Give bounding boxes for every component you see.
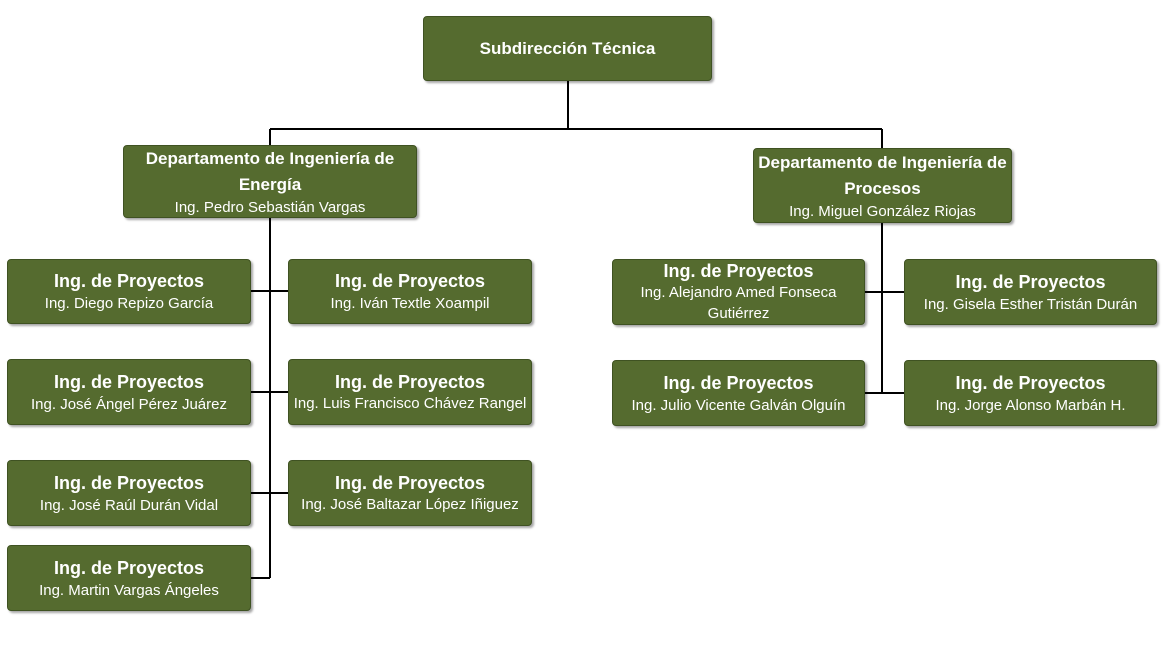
project-title: Ing. de Proyectos: [53, 271, 205, 291]
project-title: Ing. de Proyectos: [334, 371, 486, 392]
root-node-subdireccion-tecnica: Subdirección Técnica: [423, 16, 712, 81]
project-engineer: Ing. José Raúl Durán Vidal: [39, 496, 219, 514]
department-title: Departamento de Ingeniería de Procesos: [758, 152, 1007, 198]
project-engineer: Ing. Jorge Alonso Marbán H.: [935, 396, 1126, 414]
project-engineer: Ing. Alejandro Amed Fonseca Gutiérrez: [640, 284, 837, 322]
project-node: Ing. de Proyectos Ing. Diego Repizo Garc…: [7, 259, 251, 324]
project-node: Ing. de Proyectos Ing. Alejandro Amed Fo…: [612, 259, 865, 325]
project-title: Ing. de Proyectos: [663, 372, 814, 393]
project-title: Ing. de Proyectos: [53, 472, 205, 493]
root-node-title: Subdirección Técnica: [479, 38, 656, 58]
project-engineer: Ing. Luis Francisco Chávez Rangel: [293, 394, 527, 412]
department-title: Departamento de Ingeniería de Energía: [145, 148, 395, 194]
project-node: Ing. de Proyectos Ing. Luis Francisco Ch…: [288, 359, 532, 425]
project-node: Ing. de Proyectos Ing. Martin Vargas Áng…: [7, 545, 251, 611]
connector-root-to-departments: [269, 81, 883, 149]
project-engineer: Ing. Diego Repizo García: [44, 295, 214, 312]
project-engineer: Ing. Martin Vargas Ángeles: [39, 581, 219, 599]
project-node: Ing. de Proyectos Ing. José Baltazar Lóp…: [288, 460, 532, 526]
project-engineer: Ing. Gisela Esther Tristán Durán: [923, 295, 1138, 313]
project-engineer: Ing. José Ángel Pérez Juárez: [31, 395, 227, 413]
project-title: Ing. de Proyectos: [53, 557, 205, 578]
project-node: Ing. de Proyectos Ing. Gisela Esther Tri…: [904, 259, 1157, 325]
project-node: Ing. de Proyectos Ing. José Ángel Pérez …: [7, 359, 251, 425]
department-node-energia: Departamento de Ingeniería de Energía In…: [123, 145, 417, 218]
project-title: Ing. de Proyectos: [334, 472, 486, 493]
project-node: Ing. de Proyectos Ing. Iván Textle Xoamp…: [288, 259, 532, 324]
project-title: Ing. de Proyectos: [955, 372, 1106, 393]
project-engineer: Ing. Iván Textle Xoampil: [330, 295, 490, 312]
project-title: Ing. de Proyectos: [955, 271, 1106, 292]
department-head: Ing. Miguel González Riojas: [789, 202, 976, 220]
project-node: Ing. de Proyectos Ing. José Raúl Durán V…: [7, 460, 251, 526]
project-title: Ing. de Proyectos: [53, 371, 205, 392]
project-title: Ing. de Proyectos: [334, 271, 486, 291]
project-engineer: Ing. José Baltazar López Iñiguez: [301, 495, 519, 513]
project-node: Ing. de Proyectos Ing. Julio Vicente Gal…: [612, 360, 865, 426]
project-node: Ing. de Proyectos Ing. Jorge Alonso Marb…: [904, 360, 1157, 426]
department-node-procesos: Departamento de Ingeniería de Procesos I…: [753, 148, 1012, 223]
project-engineer: Ing. Julio Vicente Galván Olguín: [631, 396, 846, 414]
department-head: Ing. Pedro Sebastián Vargas: [174, 198, 366, 216]
project-title: Ing. de Proyectos: [663, 261, 814, 281]
